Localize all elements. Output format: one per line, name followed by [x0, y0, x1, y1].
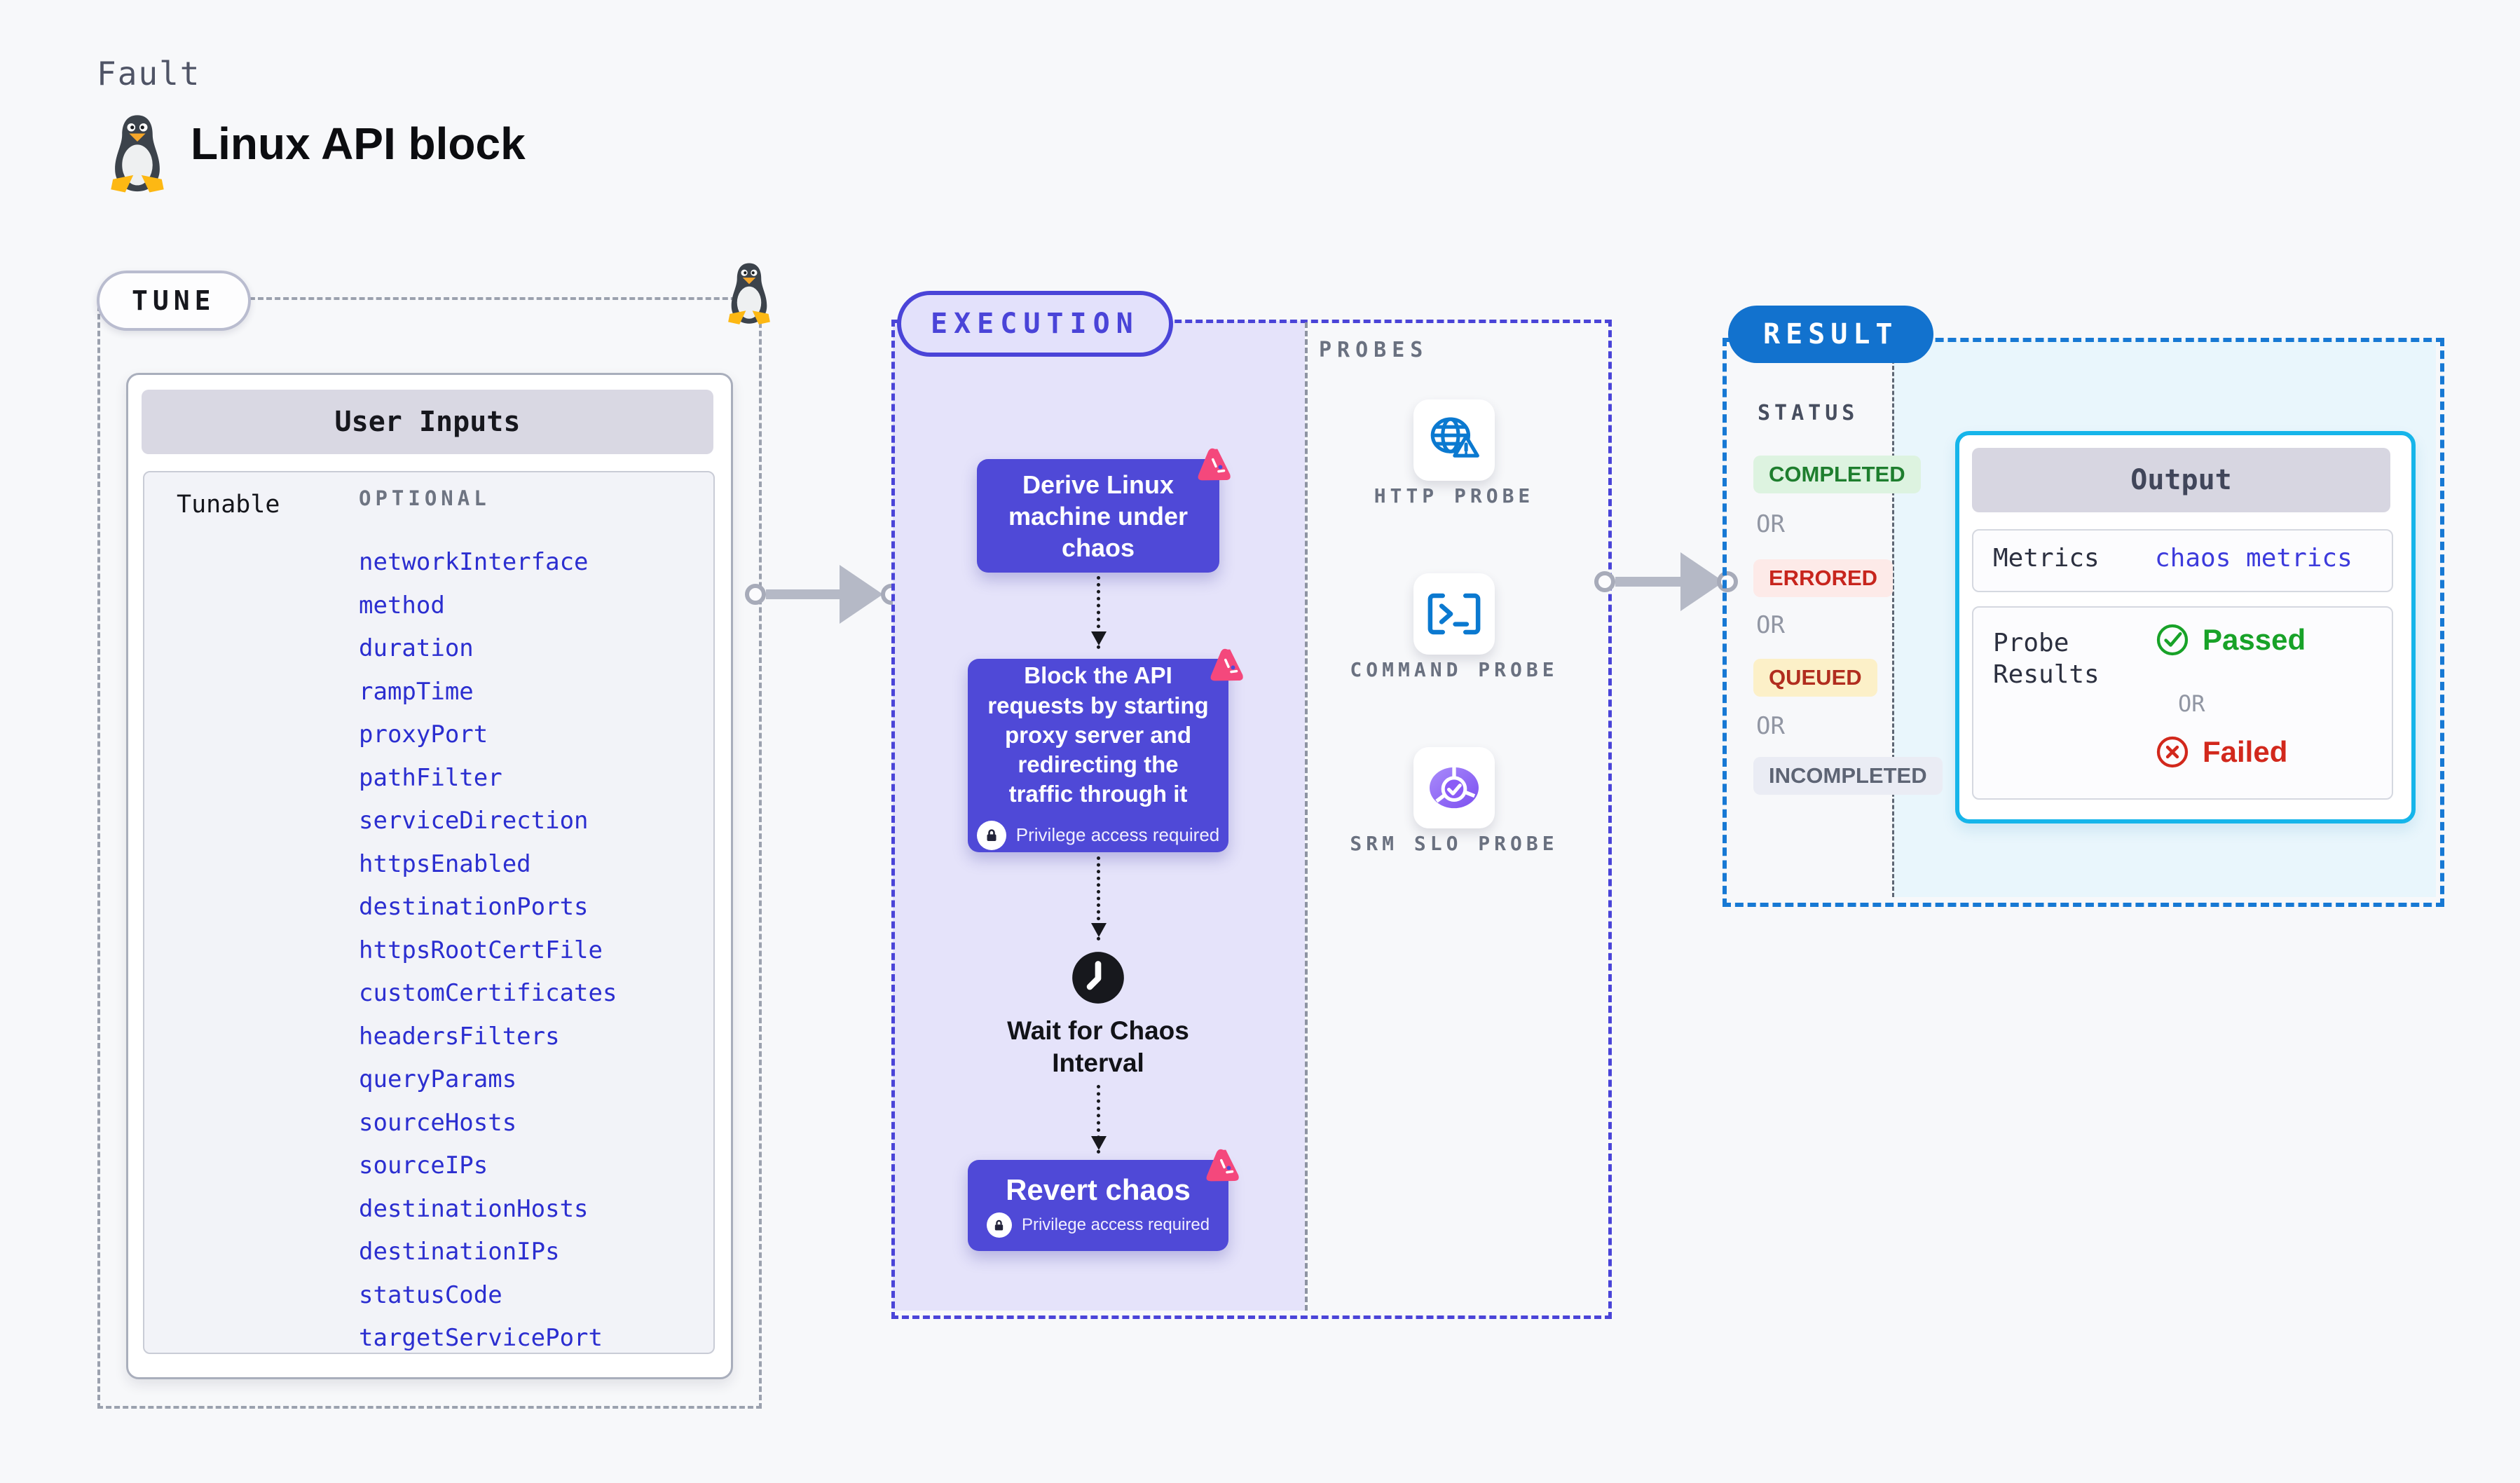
param-item: method [359, 591, 445, 620]
command-probe-card [1413, 573, 1495, 655]
passed-label: Passed [2203, 623, 2306, 656]
chaos-fault-icon [1206, 1149, 1239, 1182]
x-circle-icon [2156, 736, 2189, 768]
srm-slo-probe-label: SRM SLO PROBE [1350, 832, 1559, 855]
lock-icon [976, 820, 1006, 850]
optional-column-header: OPTIONAL [359, 486, 491, 510]
status-badge-label: QUEUED [1753, 659, 1877, 697]
flow-arrow-down-icon [1091, 856, 1107, 941]
privilege-note-text: Privilege access required [1015, 823, 1220, 845]
metrics-label: Metrics [1993, 544, 2100, 573]
arrow-line [766, 589, 842, 599]
param-item: httpsEnabled [359, 849, 531, 878]
param-item: rampTime [359, 677, 474, 706]
flow-arrow-down-icon [1091, 576, 1107, 649]
param-item: sourceIPs [359, 1151, 488, 1180]
http-probe-label: HTTP PROBE [1374, 484, 1535, 507]
connector-port [1594, 571, 1615, 592]
param-item: sourceHosts [359, 1108, 517, 1137]
result-badge: RESULT [1728, 306, 1933, 363]
result-container [1723, 338, 2444, 907]
or-label: OR [1756, 611, 1785, 639]
srm-slo-probe-card [1413, 747, 1495, 828]
arrow-line [1615, 577, 1683, 587]
param-item: proxyPort [359, 720, 488, 749]
command-probe-label: COMMAND PROBE [1350, 658, 1559, 681]
param-item: destinationPorts [359, 893, 589, 921]
param-item: networkInterface [359, 548, 589, 576]
param-item: duration [359, 634, 474, 662]
failed-label: Failed [2203, 735, 2288, 768]
globe-warning-icon [1430, 417, 1479, 458]
privilege-note: Privilege access required [986, 1212, 1210, 1238]
tunable-row-label: Tunable [177, 491, 280, 519]
or-label: OR [1756, 712, 1785, 740]
arrow-head-icon [840, 565, 883, 624]
param-item: statusCode [359, 1280, 502, 1309]
step-block-text: Block the API requests by starting proxy… [987, 662, 1209, 807]
page-title: Linux API block [191, 118, 526, 169]
connector-port [1717, 571, 1738, 592]
user-inputs-header: User Inputs [142, 390, 713, 454]
clock-icon [1072, 952, 1124, 1004]
status-badge-incompleted: INCOMPLETED [1753, 757, 1943, 795]
probe-failed: Failed [2155, 734, 2287, 770]
param-item: customCertificates [359, 979, 617, 1007]
param-item: serviceDirection [359, 807, 589, 835]
metrics-value: chaos metrics [2155, 544, 2353, 573]
arrow-head-icon [1680, 552, 1724, 611]
step-wait-label: Wait for Chaos Interval [1007, 1016, 1189, 1078]
probe-passed: Passed [2155, 622, 2306, 657]
step-block-api: Block the API requests by starting proxy… [968, 659, 1228, 852]
or-label: OR [2178, 690, 2205, 717]
result-divider [1892, 341, 1894, 897]
metrics-row [1972, 529, 2393, 592]
status-badge-errored: ERRORED [1753, 559, 1894, 597]
lock-icon [986, 1212, 1012, 1238]
slo-pie-check-icon [1430, 767, 1479, 809]
execution-container [891, 320, 1612, 1319]
param-item: pathFilter [359, 763, 502, 792]
connector-port [745, 584, 766, 605]
or-label: OR [1756, 510, 1785, 538]
chaos-fault-icon [1198, 448, 1231, 481]
fault-kicker: Fault [97, 55, 201, 93]
status-badge-label: COMPLETED [1753, 456, 1921, 493]
step-derive-text: Derive Linux machine under chaos [1008, 470, 1189, 562]
check-circle-icon [2156, 624, 2189, 656]
tune-badge: TUNE [97, 271, 251, 331]
http-probe-card [1413, 399, 1495, 481]
status-badge-label: INCOMPLETED [1753, 757, 1943, 795]
privilege-note: Privilege access required [976, 820, 1220, 850]
param-item: httpsRootCertFile [359, 936, 603, 964]
step-revert-chaos: Revert chaos Privilege access required [968, 1160, 1228, 1251]
param-item: destinationIPs [359, 1238, 560, 1266]
probes-title: PROBES [1319, 338, 1429, 362]
status-badge-completed: COMPLETED [1753, 456, 1921, 493]
output-header: Output [1972, 448, 2390, 512]
terminal-icon [1427, 593, 1481, 635]
flow-arrow-down-icon [1091, 1085, 1107, 1154]
tux-penguin-icon [111, 115, 164, 193]
tune-container [97, 297, 762, 1409]
chaos-fault-icon [1210, 648, 1243, 681]
param-item: targetServicePort [359, 1324, 603, 1352]
status-badge-label: ERRORED [1753, 559, 1894, 597]
execution-badge: EXECUTION [897, 291, 1173, 357]
privilege-note-text: Privilege access required [1021, 1215, 1210, 1234]
probe-results-label: Probe Results [1993, 629, 2100, 689]
status-title: STATUS [1758, 401, 1859, 425]
tunable-param-list: networkInterface method duration rampTim… [359, 541, 695, 1360]
tux-penguin-icon-small [728, 263, 770, 324]
probes-divider [1305, 322, 1308, 1311]
param-item: destinationHosts [359, 1194, 589, 1223]
status-badge-queued: QUEUED [1753, 659, 1877, 697]
probe-results-row [1972, 606, 2393, 800]
step-revert-text: Revert chaos [1006, 1173, 1191, 1206]
step-derive-machine: Derive Linux machine under chaos [977, 459, 1219, 573]
param-item: queryParams [359, 1065, 517, 1093]
param-item: headersFilters [359, 1022, 560, 1051]
user-inputs-list-panel [143, 471, 715, 1354]
